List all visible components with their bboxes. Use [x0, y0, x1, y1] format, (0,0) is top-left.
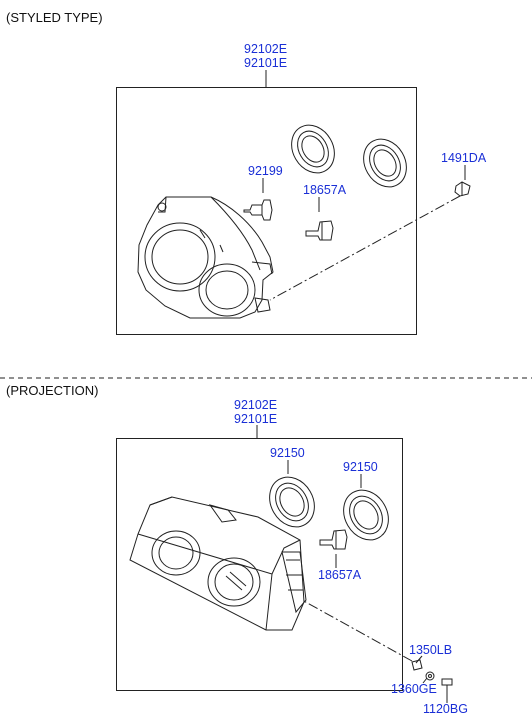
part-number-bulb-cover-left[interactable]: 92150 [270, 446, 305, 460]
assembly-part-number-styled-2[interactable]: 92101E [244, 56, 288, 70]
bulb-cover-projection-left [269, 476, 315, 528]
headlamp-styled-illustration [137, 196, 274, 319]
headlamp-projection-illustration [129, 496, 307, 631]
bulb-illustration [243, 199, 273, 221]
assembly-frame-styled [116, 87, 417, 335]
bolt-illustration [441, 678, 453, 690]
leader-line-nut [422, 677, 428, 684]
part-number-bulb-cover-right[interactable]: 92150 [343, 460, 378, 474]
section-heading-styled: (STYLED TYPE) [6, 10, 103, 25]
bracket-illustration [411, 659, 423, 671]
bulb-cover-styled-left [291, 124, 335, 174]
nut-illustration [425, 671, 435, 681]
part-number-side-bulb-projection[interactable]: 18657A [318, 568, 362, 582]
assembly-part-number-projection-1[interactable]: 92102E [234, 398, 278, 412]
dashdot-bracket-line [301, 599, 413, 662]
side-bulb-projection-illustration [319, 529, 348, 550]
part-number-clip[interactable]: 1491DA [441, 151, 487, 165]
dashdot-clip-line [269, 195, 461, 301]
part-number-side-bulb-styled[interactable]: 18657A [303, 183, 347, 197]
bulb-cover-projection-right [343, 489, 389, 541]
part-number-bulb[interactable]: 92199 [248, 164, 283, 178]
part-number-bracket[interactable]: 1350LB [409, 643, 453, 657]
clip-illustration [454, 181, 471, 197]
assembly-part-number-styled-1[interactable]: 92102E [244, 42, 288, 56]
part-number-bolt[interactable]: 1120BG [423, 702, 468, 716]
section-heading-projection: (PROJECTION) [6, 383, 99, 398]
part-number-nut[interactable]: 1360GE [391, 682, 437, 696]
assembly-frame-projection [116, 438, 403, 691]
bulb-cover-styled-right [363, 138, 407, 188]
leader-line-bracket [415, 655, 423, 664]
side-bulb-styled-illustration [305, 220, 334, 241]
assembly-part-number-projection-2[interactable]: 92101E [234, 412, 278, 426]
